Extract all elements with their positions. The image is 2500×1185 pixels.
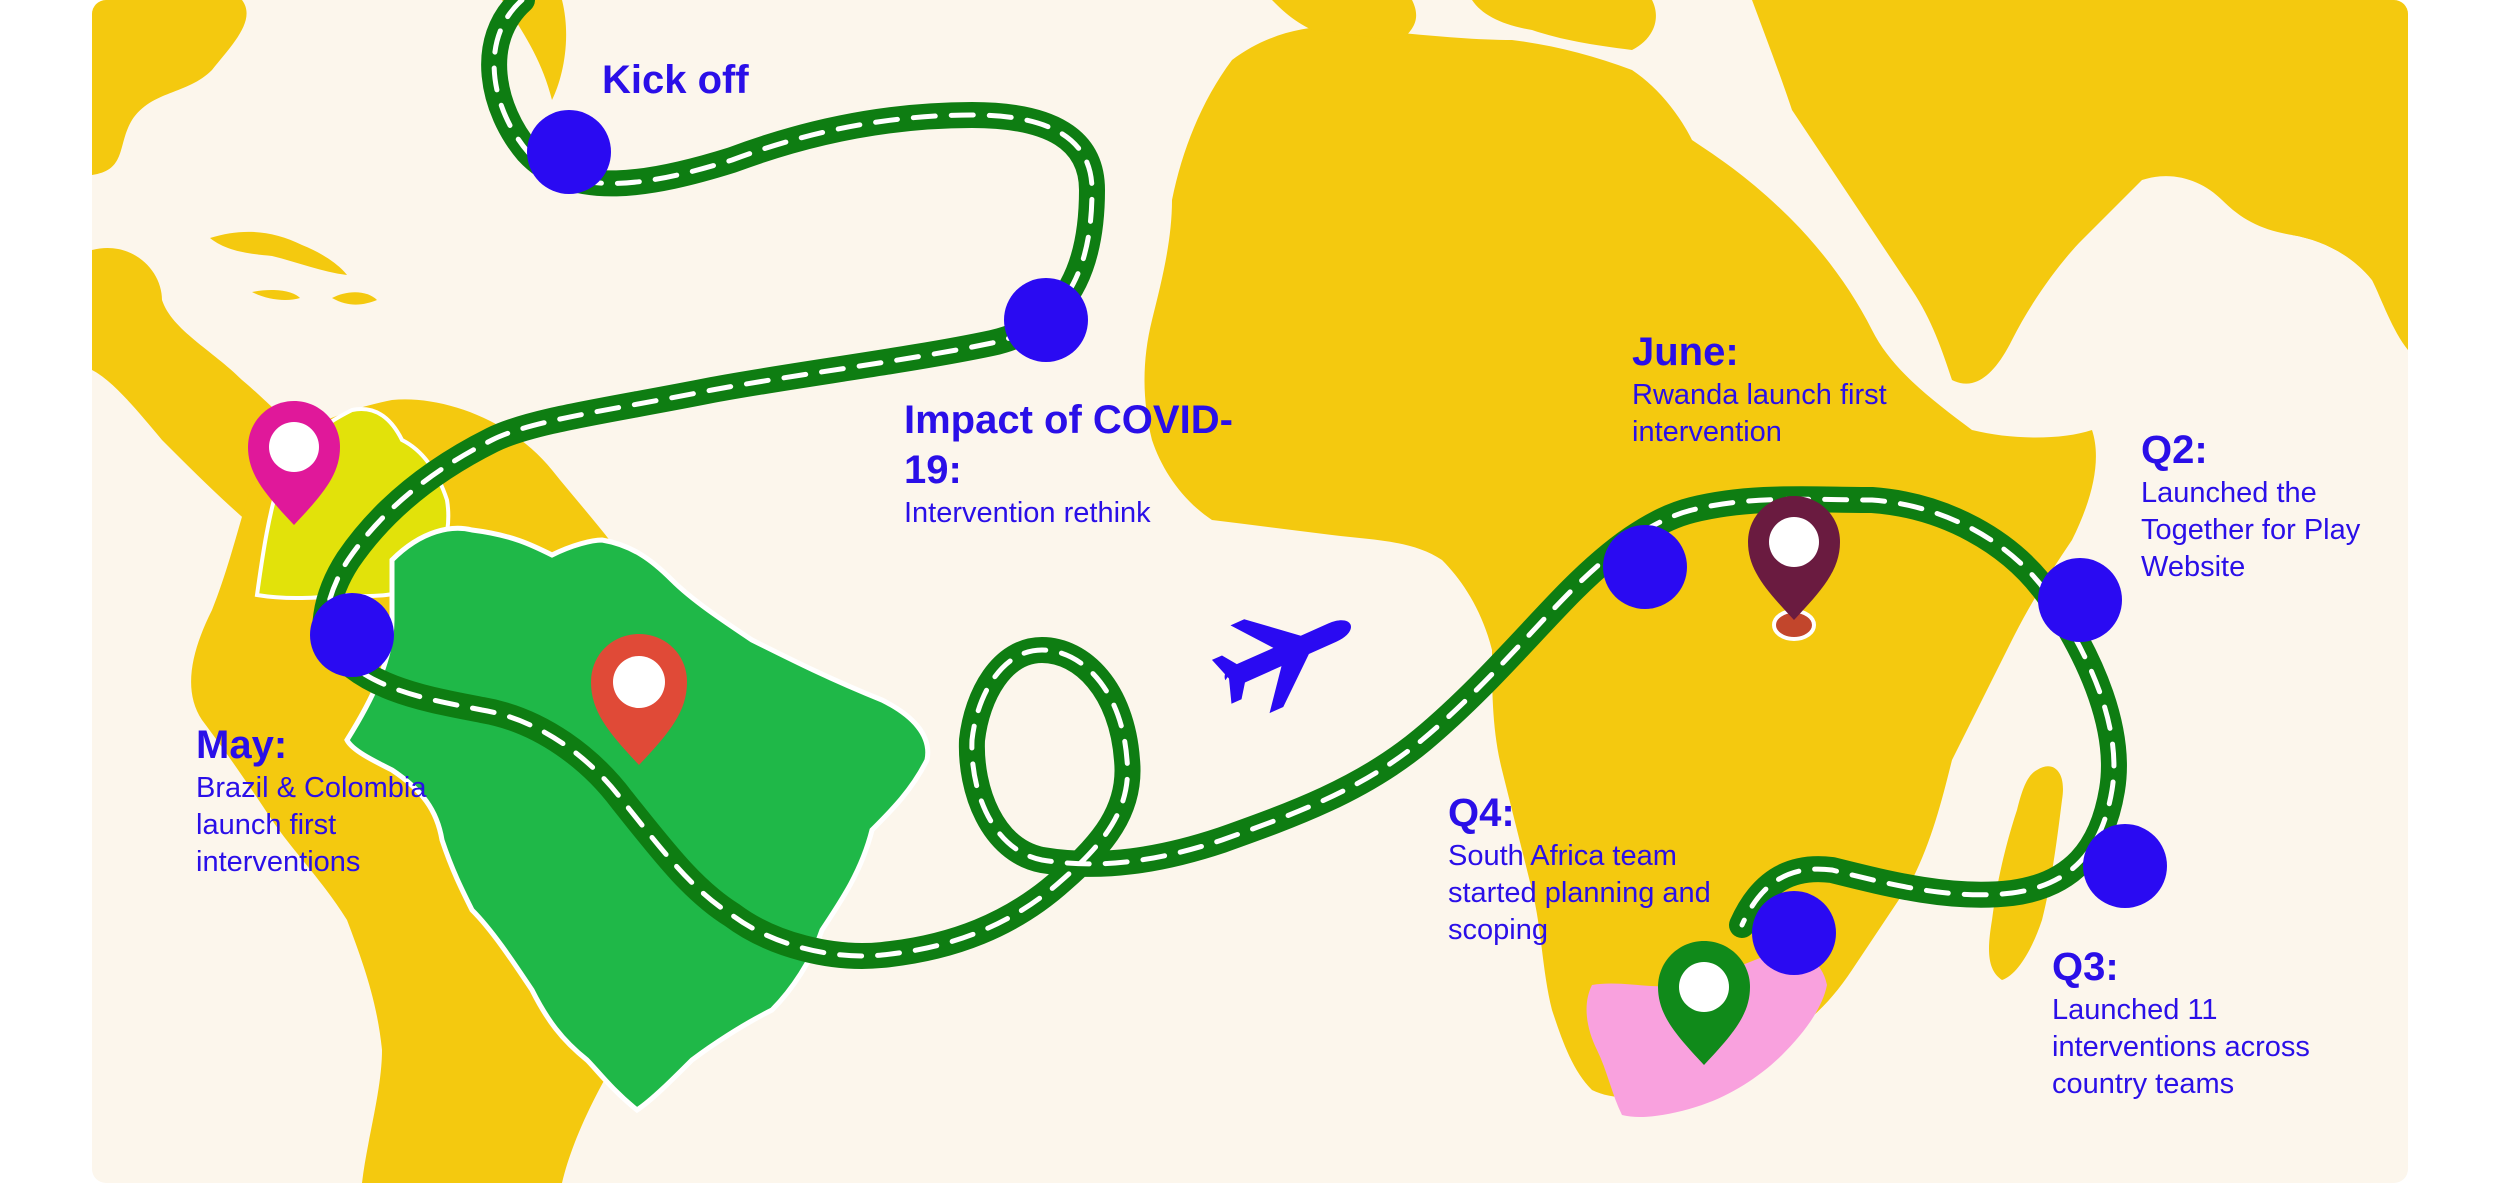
milestone-q2-heading: Q2:	[2141, 428, 2208, 472]
milestone-may-heading: May:	[196, 723, 288, 767]
land-europe-fragment-2	[1472, 0, 1656, 50]
world-map	[92, 0, 2408, 1183]
sea-red-sea	[1792, 150, 1892, 330]
milestone-q4-heading: Q4:	[1448, 791, 1515, 835]
land-madagascar	[1989, 766, 2063, 980]
milestone-q4: Q4: South Africa team started planning a…	[1448, 788, 1748, 949]
milestone-kickoff: Kick off	[602, 55, 862, 105]
milestone-q4-body: South Africa team started planning and s…	[1448, 840, 1711, 946]
milestone-kickoff-heading: Kick off	[602, 58, 749, 102]
milestone-dot-q3	[2083, 824, 2167, 908]
milestone-q3-body: Launched 11 interventions across country…	[2052, 994, 2310, 1100]
milestone-dot-may	[310, 593, 394, 677]
milestone-covid: Impact of COVID-19: Intervention rethink	[904, 395, 1244, 532]
land-arabia-asia	[1752, 0, 2408, 384]
milestone-dot-covid	[1004, 278, 1088, 362]
milestone-q2-body: Launched the Together for Play Website	[2141, 477, 2361, 583]
milestone-dot-kickoff	[527, 110, 611, 194]
milestone-covid-body: Intervention rethink	[904, 497, 1151, 529]
land-greenland-top	[502, 0, 567, 100]
map-card: Kick off Impact of COVID-19: Interventio…	[92, 0, 2408, 1183]
land-europe-fragment	[1272, 0, 1417, 40]
pin-rwanda-center	[1769, 517, 1819, 567]
land-caribbean-hispaniola	[332, 292, 377, 305]
map-pin-icon	[248, 401, 340, 525]
milestone-q3-heading: Q3:	[2052, 945, 2119, 989]
milestone-may: May: Brazil & Colombia launch first inte…	[196, 720, 496, 881]
timeline-road-center-line	[322, 0, 2117, 959]
milestone-june-body: Rwanda launch first intervention	[1632, 379, 1887, 448]
airplane-icon	[1211, 619, 1351, 714]
pin-brazil-center	[613, 656, 665, 708]
land-india-fragment	[2292, 215, 2408, 350]
land-caribbean-cuba	[210, 231, 347, 275]
map-pin-icon	[591, 634, 687, 765]
map-pin-icon	[1658, 941, 1750, 1065]
milestone-covid-heading: Impact of COVID-19:	[904, 398, 1233, 492]
land-caribbean-small	[252, 290, 300, 300]
pin-colombia-center	[269, 422, 319, 472]
land-north-america	[92, 0, 247, 175]
milestone-dot-q2	[2038, 558, 2122, 642]
milestone-june: June: Rwanda launch first intervention	[1632, 327, 1912, 451]
map-pin-icon	[1748, 496, 1840, 641]
milestone-q3: Q3: Launched 11 interventions across cou…	[2052, 942, 2382, 1103]
pin-south-africa-center	[1679, 962, 1729, 1012]
milestone-q2: Q2: Launched the Together for Play Websi…	[2141, 425, 2381, 586]
milestone-dot-q4	[1752, 891, 1836, 975]
milestone-dot-june	[1603, 525, 1687, 609]
milestone-may-body: Brazil & Colombia launch first intervent…	[196, 772, 427, 878]
milestone-june-heading: June:	[1632, 330, 1739, 374]
